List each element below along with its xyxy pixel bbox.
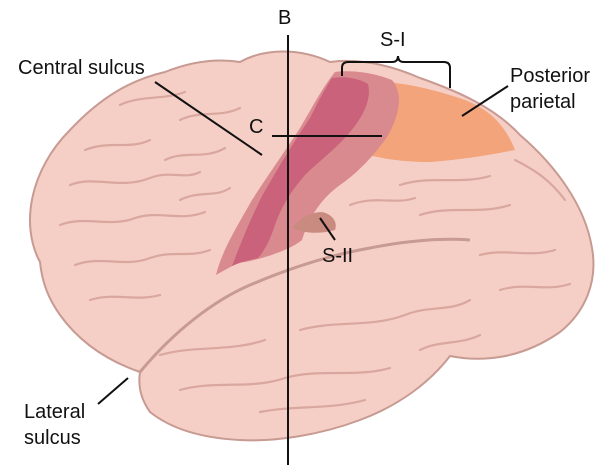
s2-label: S-II: [322, 245, 353, 267]
central-sulcus-label: Central sulcus: [18, 57, 145, 79]
lateral-sulcus-leader: [98, 378, 128, 404]
plane-c-label: C: [249, 116, 263, 138]
s1-label: S-I: [380, 29, 406, 51]
lateral-sulcus-label-line1: Lateral: [24, 401, 85, 423]
lateral-sulcus-label-line2: sulcus: [24, 427, 81, 449]
posterior-parietal-label-line1: Posterior: [510, 65, 590, 87]
posterior-parietal-label-line2: parietal: [510, 91, 576, 113]
plane-b-label: B: [278, 7, 291, 29]
